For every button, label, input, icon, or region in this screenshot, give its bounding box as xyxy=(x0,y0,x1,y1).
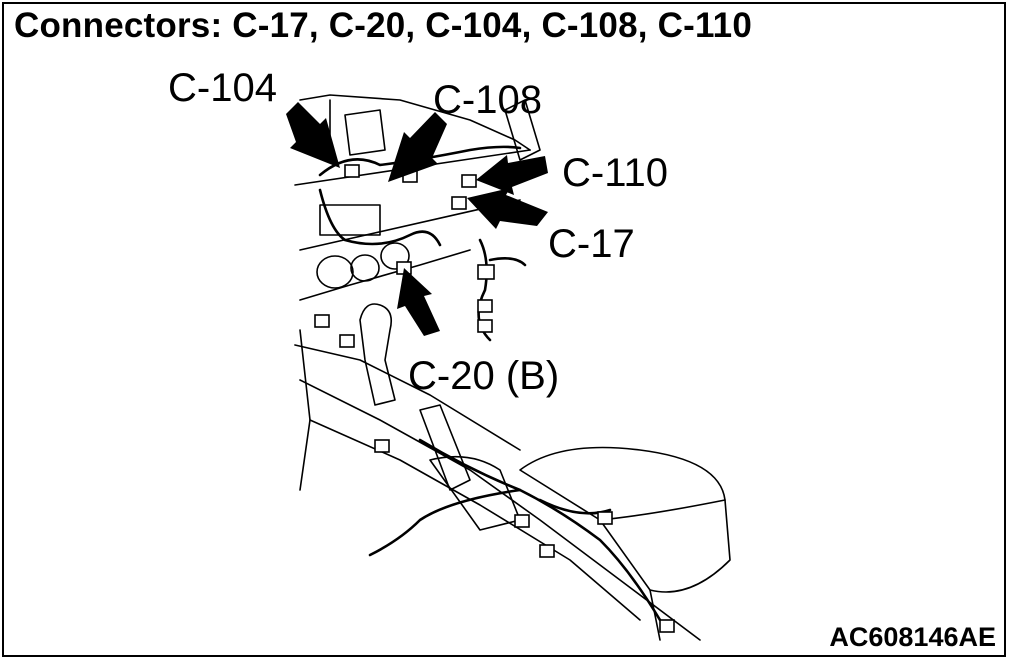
connector-c110 xyxy=(461,174,477,188)
connector-misc-6 xyxy=(539,544,555,558)
hvac-knob-right xyxy=(380,242,410,270)
arrow-c108 xyxy=(388,112,447,182)
console-top-edge xyxy=(294,344,521,451)
harness-branch-short xyxy=(488,257,527,267)
side-vent xyxy=(504,99,541,161)
connector-misc-8 xyxy=(659,619,675,633)
connector-c17 xyxy=(451,196,467,210)
callout-c17: C-17 xyxy=(548,222,635,266)
console-armrest xyxy=(519,446,731,593)
connector-misc-1 xyxy=(477,264,495,280)
audio-panel xyxy=(319,204,381,236)
callout-c20: C-20 (B) xyxy=(408,354,560,398)
connector-misc-3 xyxy=(477,319,493,333)
shift-knob xyxy=(359,303,396,406)
console-rear-edge xyxy=(649,589,661,641)
harness-floor xyxy=(418,438,662,622)
hvac-knob-left xyxy=(316,255,354,289)
brake-boot xyxy=(429,455,521,531)
arrow-c17 xyxy=(467,188,548,229)
connector-misc-10 xyxy=(339,334,355,348)
arrow-c20 xyxy=(397,268,440,336)
diagram-title: Connectors: C-17, C-20, C-104, C-108, C-… xyxy=(14,6,753,45)
arrow-c104 xyxy=(286,102,340,168)
hvac-knob-center xyxy=(350,254,380,282)
meter-hood xyxy=(329,99,386,161)
connector-c104 xyxy=(344,164,360,178)
panel-bottom-line xyxy=(299,249,471,301)
armrest-seam xyxy=(599,499,726,521)
connector-misc-5 xyxy=(514,514,530,528)
connector-misc-9 xyxy=(314,314,330,328)
harness-floor-left xyxy=(368,488,522,557)
connector-misc-4 xyxy=(374,439,390,453)
console-side-line xyxy=(309,419,641,621)
connector-misc-2 xyxy=(477,299,493,313)
harness-middle xyxy=(318,188,442,247)
parking-brake-lever xyxy=(419,404,471,491)
arrow-c110 xyxy=(476,155,548,195)
console-lower-edge xyxy=(299,379,701,641)
connector-misc-7 xyxy=(597,511,613,525)
figure-id: AC608146AE xyxy=(829,622,996,652)
callout-c104: C-104 xyxy=(168,66,277,110)
callout-c110: C-110 xyxy=(562,151,668,195)
dash-top-edge xyxy=(299,94,531,151)
console-left-edge xyxy=(299,329,311,491)
callout-c108: C-108 xyxy=(433,78,542,122)
